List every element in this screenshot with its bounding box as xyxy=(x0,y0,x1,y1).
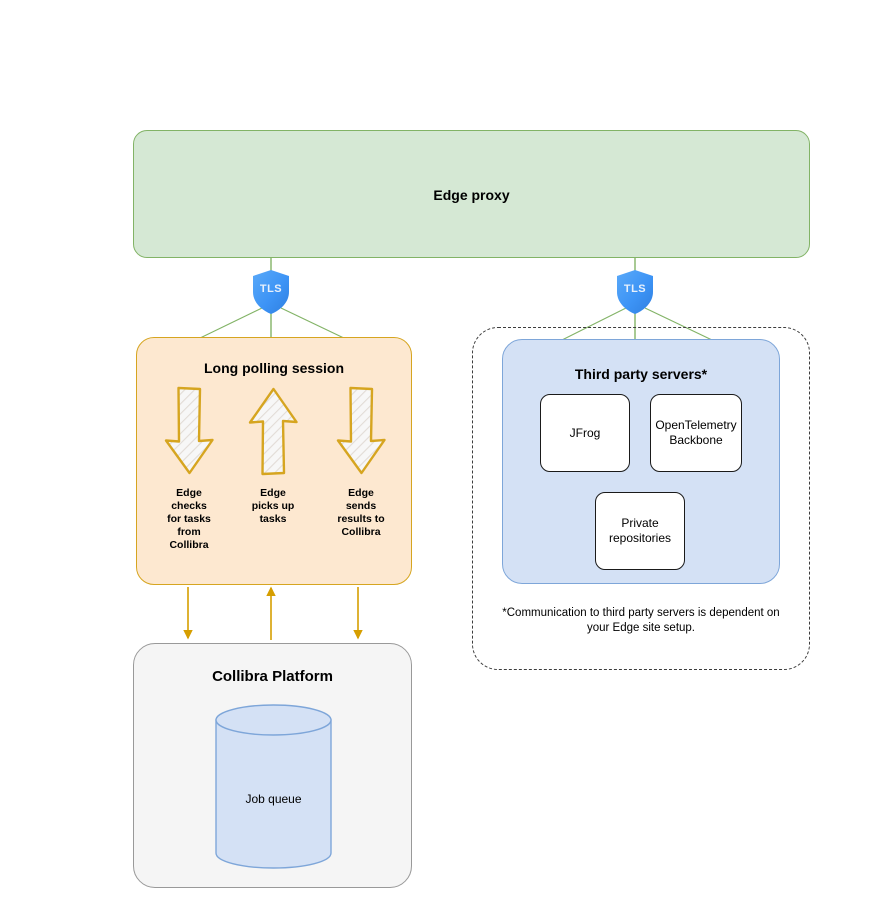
edge-proxy-label: Edge proxy xyxy=(433,187,510,203)
shield-icon xyxy=(253,270,289,314)
tls-label: TLS xyxy=(259,283,283,295)
tls-shield-icon-right: TLS xyxy=(614,269,656,315)
card-label: OpenTelemetry Backbone xyxy=(655,418,737,447)
collibra-platform-node[interactable]: Collibra Platform Job queue xyxy=(133,643,412,888)
shield-icon xyxy=(617,270,653,314)
third-party-footnote: *Communication to third party servers is… xyxy=(502,607,780,634)
card-label: Private repositories xyxy=(608,516,672,545)
third-party-card-private-repositories[interactable]: Private repositories xyxy=(595,492,685,570)
long-polling-session-node[interactable]: Long polling session Edge checks for tas… xyxy=(136,337,412,585)
database-cylinder-icon xyxy=(215,704,332,869)
flow-caption: Edge picks up tasks xyxy=(251,487,295,525)
flow-edge-checks-tasks: Edge checks for tasks from Collibra xyxy=(153,385,225,552)
arrow-down-icon xyxy=(153,385,225,477)
arrow-up-icon xyxy=(237,385,309,477)
arrow-down-icon xyxy=(325,385,397,477)
flow-caption: Edge sends results to Collibra xyxy=(337,487,385,538)
collibra-platform-label: Collibra Platform xyxy=(212,668,333,685)
flow-edge-picks-up-tasks: Edge picks up tasks xyxy=(237,385,309,526)
link-longpolling-to-platform xyxy=(183,586,363,640)
tls-shield-icon-left: TLS xyxy=(250,269,292,315)
flow-edge-sends-results: Edge sends results to Collibra xyxy=(325,385,397,539)
card-label: JFrog xyxy=(569,425,601,440)
third-party-card-jfrog[interactable]: JFrog xyxy=(540,394,630,472)
long-polling-title: Long polling session xyxy=(204,360,344,376)
flow-caption: Edge checks for tasks from Collibra xyxy=(167,487,211,551)
tls-label: TLS xyxy=(623,283,647,295)
third-party-servers-label: Third party servers* xyxy=(574,366,708,382)
job-queue-database[interactable]: Job queue xyxy=(215,704,332,869)
third-party-card-opentelemetry[interactable]: OpenTelemetry Backbone xyxy=(650,394,742,472)
job-queue-label: Job queue xyxy=(245,792,302,806)
edge-proxy-node[interactable]: Edge proxy xyxy=(133,130,810,258)
third-party-boundary xyxy=(472,327,810,670)
